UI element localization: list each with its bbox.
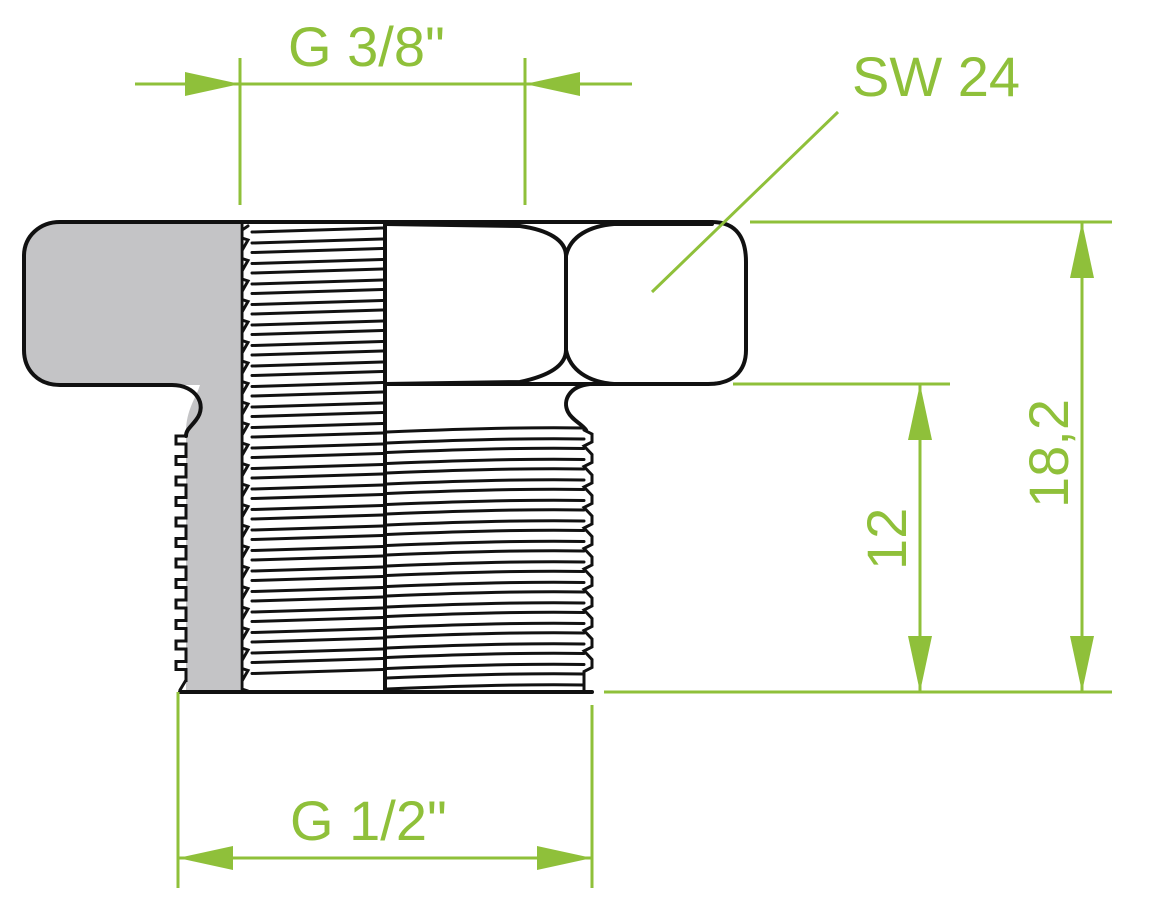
inner-thread-line (250, 226, 385, 234)
inner-thread-line (250, 554, 385, 562)
inner-thread-line (250, 381, 385, 388)
flange-outline-left (22, 220, 242, 438)
outer-thread-line (385, 610, 586, 618)
outer-thread-line (385, 662, 586, 670)
hex-face-left (383, 222, 568, 386)
inner-thread-line (250, 636, 385, 644)
inner-thread-line (250, 401, 385, 409)
outer-thread-line (385, 498, 586, 506)
inner-thread-line (250, 349, 385, 357)
outer-thread-line (385, 621, 586, 629)
thread-length-label: 12 (855, 508, 918, 570)
dimension-total-length: 18,2 (750, 220, 1112, 692)
inner-thread-line (250, 504, 385, 511)
outer-thread-line (385, 560, 586, 568)
outer-thread-line (385, 487, 586, 495)
outer-thread-line (385, 580, 586, 588)
inner-thread-line (250, 513, 385, 521)
inner-thread-line (250, 452, 385, 459)
inner-thread-line (250, 308, 385, 316)
inner-thread-line (250, 586, 385, 593)
inner-thread-line (250, 442, 385, 450)
outer-thread-line (385, 651, 586, 659)
inner-thread-tooth-profile (240, 224, 251, 693)
outer-thread-line (385, 437, 586, 445)
inner-thread-line (250, 288, 385, 295)
outer-thread-line (385, 528, 586, 536)
inner-thread-line (250, 534, 385, 541)
inner-thread-line (250, 247, 385, 254)
inner-thread-line (250, 595, 385, 603)
hex-face-right-bottom (564, 348, 710, 386)
outer-thread-line (385, 590, 586, 598)
inner-thread-line (250, 237, 385, 245)
dimension-top-thread: G 3/8" (135, 15, 632, 205)
inner-thread-line (250, 278, 385, 286)
top-thread-label: G 3/8" (288, 15, 445, 78)
outer-thread-line (385, 478, 586, 486)
inner-thread-line (250, 524, 385, 532)
inner-thread-line (250, 463, 385, 470)
inner-thread-line (250, 360, 385, 368)
inner-thread-line (250, 411, 385, 418)
inner-thread-line (250, 483, 385, 491)
total-length-label: 18,2 (1017, 399, 1080, 508)
outer-thread-line (385, 426, 586, 434)
fitting-body (22, 220, 748, 694)
inner-thread-line (250, 319, 385, 327)
inner-thread-line (250, 340, 385, 347)
wrench-size-label: SW 24 (852, 45, 1020, 108)
inner-thread-line (250, 565, 385, 573)
inner-thread-line (250, 390, 385, 398)
outer-thread-line (385, 672, 586, 680)
inner-thread-teeth (240, 224, 251, 693)
outer-thread-line (385, 683, 586, 691)
dimension-bottom-thread: G 1/2" (176, 692, 594, 888)
inner-thread-line (250, 668, 385, 675)
inner-thread-line (250, 431, 385, 439)
outer-thread-line (385, 508, 586, 516)
section-hatch (24, 222, 240, 690)
inner-thread-line (250, 627, 385, 634)
outer-thread-line (385, 457, 586, 465)
outer-thread-line (385, 569, 586, 577)
inner-thread-line (250, 657, 385, 664)
hex-face-right (564, 222, 714, 258)
outer-thread-line (385, 539, 586, 547)
inner-thread-line (250, 493, 385, 500)
inner-thread-line (250, 258, 385, 265)
inner-thread-line (250, 422, 385, 429)
bottom-thread-label: G 1/2" (290, 789, 447, 852)
inner-thread-line (250, 575, 385, 582)
inner-thread-line (250, 472, 385, 480)
outer-thread-lines (385, 426, 586, 691)
inner-thread-line (250, 616, 385, 623)
outer-thread-tooth-profile (174, 434, 188, 692)
inner-thread-line (250, 606, 385, 614)
outer-thread-tooth-profile-right (581, 428, 594, 692)
outer-thread-line (385, 549, 586, 557)
undercut-right (564, 382, 592, 432)
inner-thread-line (250, 647, 385, 655)
outer-thread-teeth-right (581, 428, 594, 692)
outer-thread-line (385, 642, 586, 650)
outer-thread-line (385, 519, 586, 527)
outer-thread-line (385, 446, 586, 454)
inner-thread-line (250, 267, 385, 275)
inner-thread-line (250, 370, 385, 377)
dimension-wrench-size: SW 24 (650, 45, 1020, 294)
dimension-thread-length: 12 (604, 382, 1112, 694)
inner-thread-line (250, 299, 385, 306)
outer-thread-line (385, 467, 586, 475)
inner-thread-lines (250, 226, 385, 675)
hex-outline (383, 220, 748, 386)
outer-thread-teeth-left (174, 434, 188, 692)
outer-thread-line (385, 601, 586, 609)
outer-thread-line (385, 631, 586, 639)
inner-thread-line (250, 329, 385, 336)
inner-thread-line (250, 545, 385, 552)
